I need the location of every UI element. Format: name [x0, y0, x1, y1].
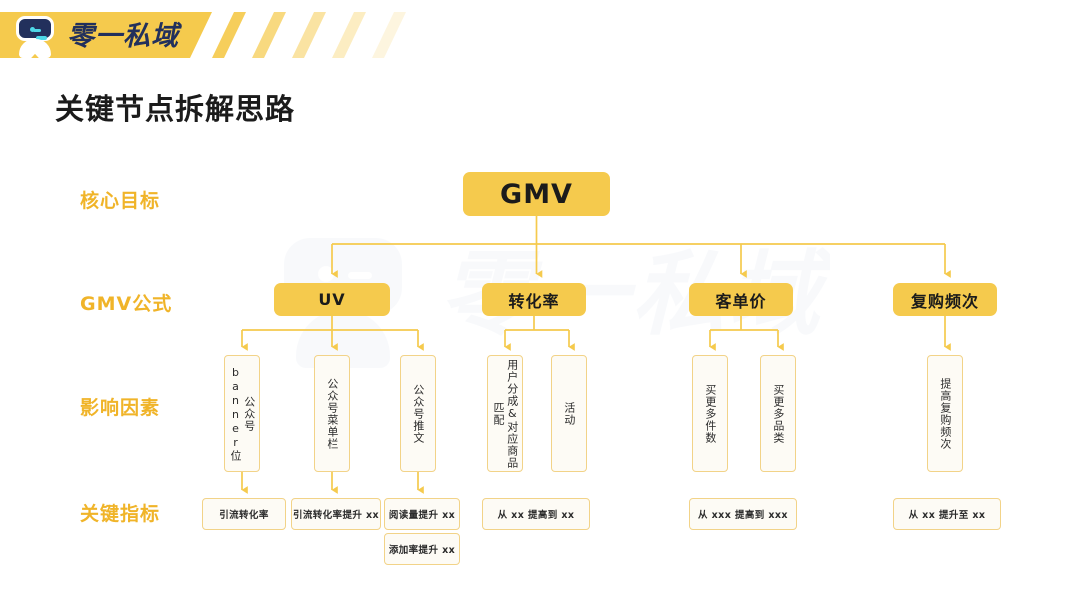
page-title: 关键节点拆解思路 — [55, 92, 296, 126]
factor-box[interactable]: 公众号菜单栏 — [314, 355, 350, 472]
metric-box[interactable]: 添加率提升 xx — [384, 533, 460, 565]
factor-box[interactable]: 买更多件数 — [692, 355, 728, 472]
factor-box[interactable]: 公众号banner位 — [224, 355, 260, 472]
node-gmv[interactable]: GMV — [463, 172, 610, 216]
brand-name: 零一私域 — [67, 20, 179, 52]
node-conversion-rate[interactable]: 转化率 — [482, 283, 586, 316]
header-banner — [0, 12, 1080, 58]
robot-body-icon — [19, 39, 51, 58]
row-label-gmv-formula: GMV公式 — [80, 293, 173, 315]
brand-logo: 零一私域 — [12, 14, 208, 58]
factor-box[interactable]: 买更多品类 — [760, 355, 796, 472]
factor-box[interactable]: 用户分成&对应商品匹配 — [487, 355, 523, 472]
metric-box[interactable]: 阅读量提升 xx — [384, 498, 460, 530]
factor-label: 活动 — [562, 401, 576, 426]
robot-icon — [12, 14, 58, 58]
node-avg-order-value[interactable]: 客单价 — [689, 283, 793, 316]
metric-box[interactable]: 引流转化率 — [202, 498, 286, 530]
factor-label: 提高复购频次 — [938, 377, 952, 450]
node-repurchase-frequency[interactable]: 复购频次 — [893, 283, 997, 316]
factor-box[interactable]: 公众号推文 — [400, 355, 436, 472]
robot-eye-left-icon — [30, 27, 35, 32]
row-label-core-goal: 核心目标 — [80, 190, 161, 212]
factor-box[interactable]: 活动 — [551, 355, 587, 472]
robot-eye-right-icon — [33, 29, 41, 32]
factor-label: 公众号推文 — [411, 383, 425, 444]
factor-box[interactable]: 提高复购频次 — [927, 355, 963, 472]
metric-box[interactable]: 从 xx 提升至 xx — [893, 498, 1001, 530]
factor-label: 用户分成&对应商品匹配 — [492, 358, 519, 469]
robot-mouth-icon — [36, 36, 47, 40]
row-label-factors: 影响因素 — [80, 397, 161, 419]
metric-box[interactable]: 引流转化率提升 xx — [291, 498, 381, 530]
row-label-key-metrics: 关键指标 — [80, 503, 161, 525]
factor-label: 公众号菜单栏 — [325, 377, 339, 450]
node-uv[interactable]: UV — [274, 283, 390, 316]
factor-label: 公众号banner位 — [229, 365, 256, 462]
metric-box[interactable]: 从 xxx 提高到 xxx — [689, 498, 797, 530]
factor-label: 买更多品类 — [771, 383, 785, 444]
metric-box[interactable]: 从 xx 提高到 xx — [482, 498, 590, 530]
factor-label: 买更多件数 — [703, 383, 717, 444]
